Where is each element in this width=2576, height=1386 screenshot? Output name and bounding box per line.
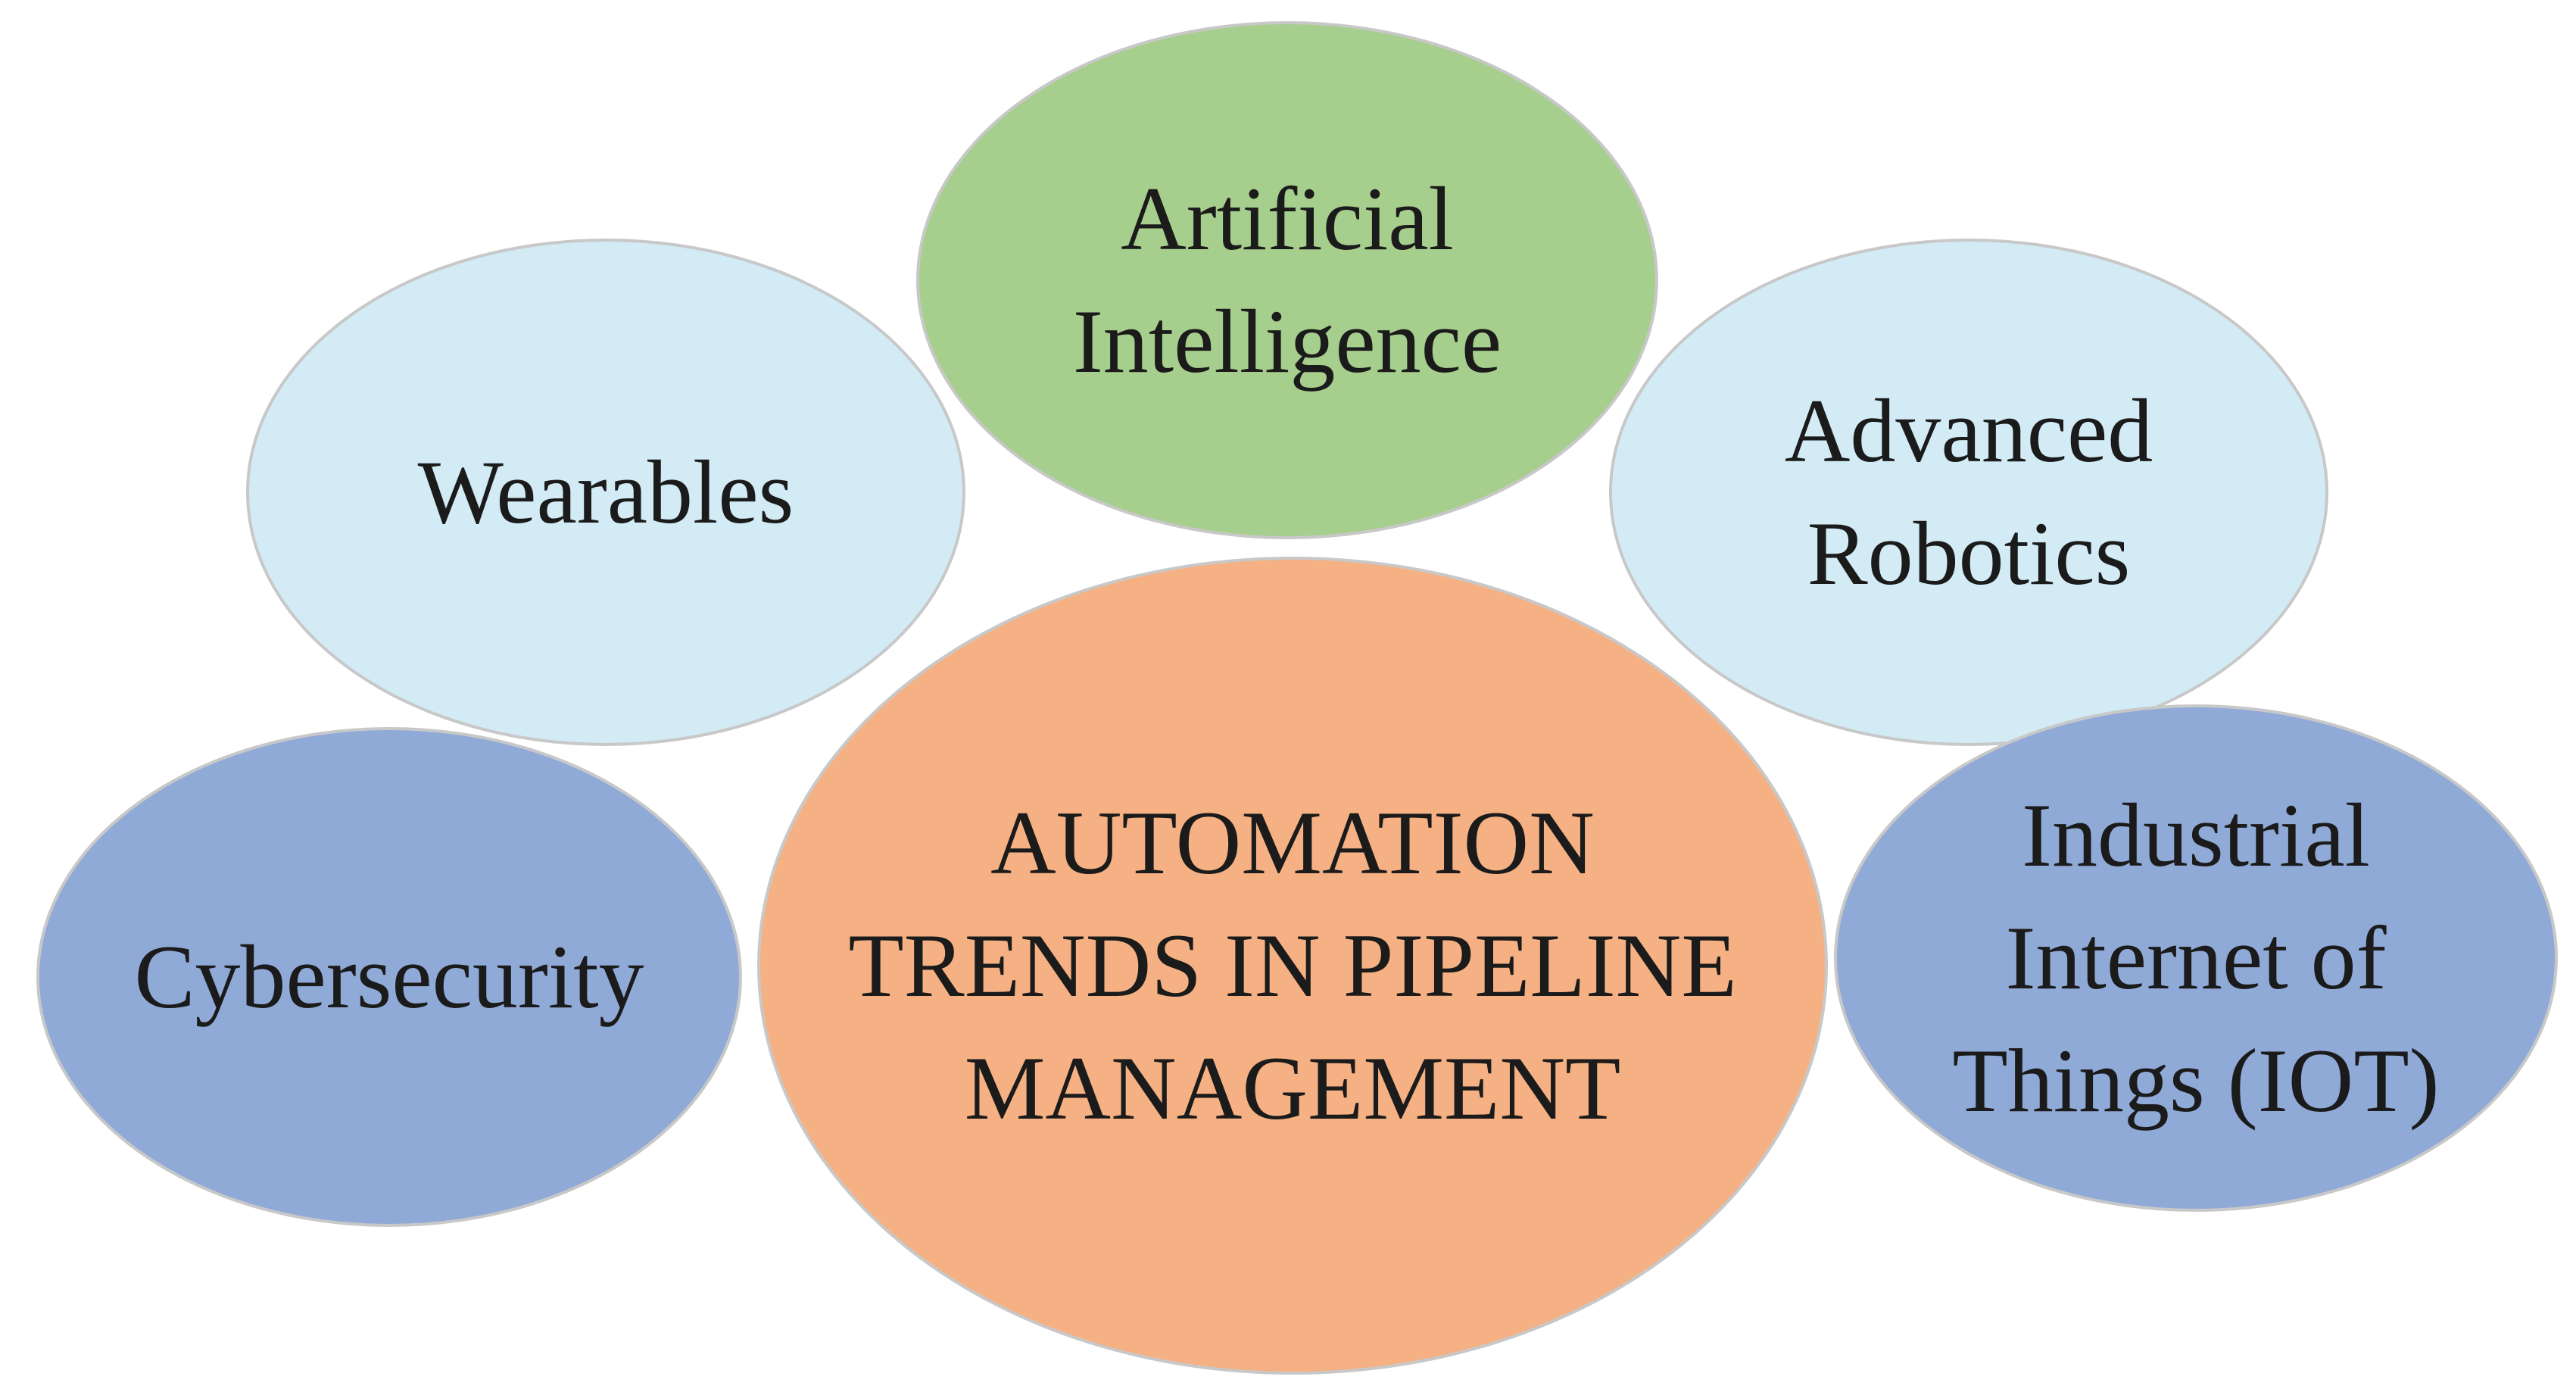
ellipse-industrial-iot: Industrial Internet of Things (IOT) (1834, 704, 2558, 1212)
label-line: Intelligence (1072, 291, 1502, 392)
ellipse-wearables: Wearables (246, 239, 965, 746)
label-line: Things (IOT) (1952, 1030, 2440, 1131)
ellipse-automation-trends-center: AUTOMATION TRENDS IN PIPELINE MANAGEMENT (757, 557, 1828, 1375)
label-line: Robotics (1807, 503, 2131, 604)
label-line: Internet of (2005, 907, 2387, 1008)
label-line: Artificial (1121, 168, 1454, 269)
label-line: AUTOMATION (990, 792, 1595, 893)
label-wearables: Wearables (418, 431, 794, 554)
label-line: TRENDS IN PIPELINE (848, 915, 1737, 1016)
label-line: Advanced (1784, 380, 2153, 481)
label-line: Wearables (417, 442, 794, 542)
label-line: Industrial (2022, 785, 2370, 885)
label-automation-trends: AUTOMATION TRENDS IN PIPELINE MANAGEMENT (848, 782, 1736, 1150)
label-line: MANAGEMENT (964, 1038, 1621, 1138)
label-cybersecurity: Cybersecurity (134, 916, 644, 1038)
label-artificial-intelligence: Artificial Intelligence (1073, 158, 1502, 403)
ellipse-advanced-robotics: Advanced Robotics (1609, 239, 2328, 746)
label-advanced-robotics: Advanced Robotics (1785, 370, 2153, 615)
ellipse-cybersecurity: Cybersecurity (36, 727, 742, 1227)
label-line: Cybersecurity (134, 926, 644, 1027)
ellipse-artificial-intelligence: Artificial Intelligence (916, 21, 1658, 539)
label-industrial-iot: Industrial Internet of Things (IOT) (1952, 774, 2439, 1142)
